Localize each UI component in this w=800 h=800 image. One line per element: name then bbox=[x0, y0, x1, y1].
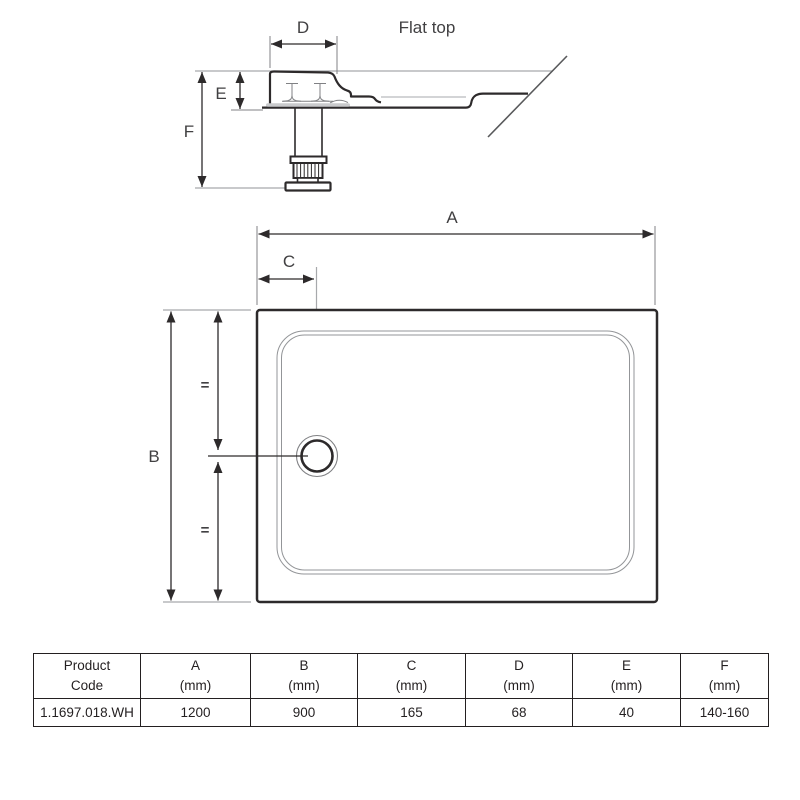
cell-value-a: 1200 bbox=[140, 698, 251, 727]
cell-value-e: 40 bbox=[572, 698, 681, 727]
dim-c-label: C bbox=[283, 252, 295, 271]
header-col-c-letter: C bbox=[406, 658, 417, 674]
header-product-code: Product Code bbox=[33, 653, 141, 699]
cell-value-f: 140-160 bbox=[680, 698, 769, 727]
table-header-row: Product Code A (mm) B (mm) C (mm) D (m bbox=[33, 653, 769, 699]
specification-table: Product Code A (mm) B (mm) C (mm) D (m bbox=[33, 653, 769, 727]
header-col-e-letter: E bbox=[621, 658, 631, 674]
header-col-a-unit: (mm) bbox=[179, 678, 212, 693]
tray-floor-fill bbox=[266, 103, 350, 107]
tray-ribs bbox=[282, 83, 349, 104]
technical-drawing: D Flat top F E bbox=[148, 18, 659, 604]
dim-b-label: B bbox=[148, 447, 159, 466]
header-col-c: C (mm) bbox=[357, 653, 466, 699]
tray-outer-rect bbox=[255, 308, 659, 604]
foot-base-plate bbox=[284, 181, 332, 192]
plan-view: A C B = = bbox=[148, 208, 659, 604]
header-col-e-unit: (mm) bbox=[610, 678, 643, 693]
dim-d-label: D bbox=[297, 18, 309, 37]
header-col-a: A (mm) bbox=[140, 653, 251, 699]
header-col-f: F (mm) bbox=[680, 653, 769, 699]
section-view: D Flat top F E bbox=[184, 18, 568, 192]
header-col-c-unit: (mm) bbox=[395, 678, 428, 693]
header-col-d: D (mm) bbox=[465, 653, 573, 699]
cell-product-code: 1.1697.018.WH bbox=[33, 698, 141, 727]
dim-e-label: E bbox=[215, 84, 226, 103]
table-data-row: 1.1697.018.WH 1200 900 165 68 40 140-160 bbox=[33, 698, 769, 727]
header-col-b-letter: B bbox=[299, 658, 309, 674]
equal-mark-top: = bbox=[201, 377, 210, 394]
cell-value-b: 900 bbox=[250, 698, 358, 727]
section-break-line bbox=[487, 55, 568, 138]
tray-profile-outline bbox=[268, 70, 382, 107]
dim-a-label: A bbox=[446, 208, 458, 227]
header-col-f-unit: (mm) bbox=[708, 678, 741, 693]
cell-value-d: 68 bbox=[465, 698, 573, 727]
equal-mark-bottom: = bbox=[201, 522, 210, 539]
header-col-a-letter: A bbox=[190, 658, 200, 674]
tray-inner-rect-inner-line bbox=[281, 334, 630, 571]
header-col-f-letter: F bbox=[720, 658, 729, 674]
tray-inner-rect-outer-line bbox=[276, 330, 635, 575]
cell-value-c: 165 bbox=[357, 698, 466, 727]
header-product-code-line2: Code bbox=[70, 678, 104, 693]
section-title: Flat top bbox=[399, 18, 456, 37]
header-col-d-letter: D bbox=[514, 658, 524, 674]
dim-f-label: F bbox=[184, 122, 194, 141]
header-col-d-unit: (mm) bbox=[503, 678, 535, 693]
header-col-b: B (mm) bbox=[250, 653, 358, 699]
header-col-b-unit: (mm) bbox=[288, 678, 320, 693]
header-col-e: E (mm) bbox=[572, 653, 681, 699]
tray-bottom-outline bbox=[262, 92, 528, 109]
header-product-code-line1: Product bbox=[63, 658, 111, 674]
adjustable-foot bbox=[284, 108, 332, 192]
